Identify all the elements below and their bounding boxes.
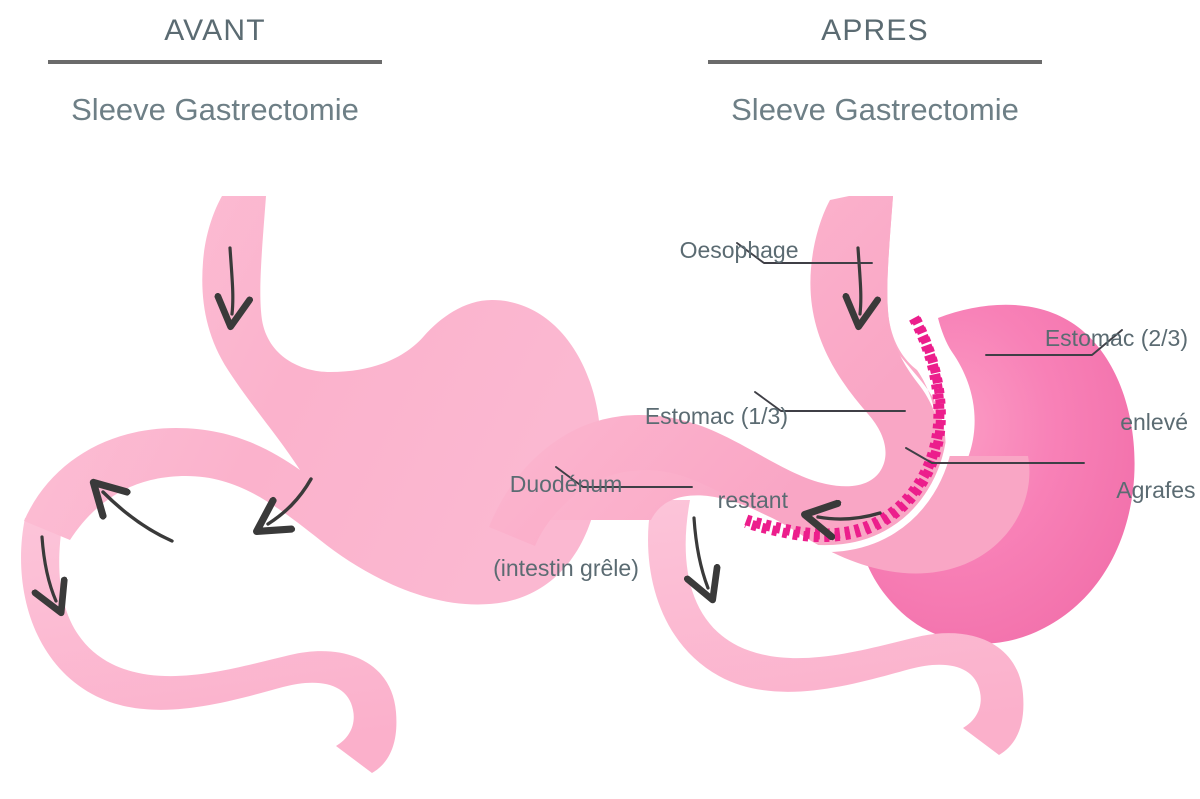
- title-divider-after: [708, 60, 1042, 64]
- callout-agrafes: Agrafes: [1092, 448, 1196, 532]
- callout-estomac-restant-line2: restant: [717, 487, 788, 514]
- panel-header-after: APRES Sleeve Gastrectomie: [660, 14, 1090, 128]
- callout-estomac-enleve-line2: enlevé: [1120, 409, 1188, 436]
- callout-oesophage-text: Oesophage: [679, 237, 799, 264]
- callout-duodenum: Duodénum (intestin grêle): [478, 414, 654, 638]
- callout-estomac-restant-line1: Estomac (1/3): [644, 403, 788, 430]
- callout-duodenum-line1: Duodénum: [509, 471, 623, 498]
- panel-title-before: AVANT: [164, 14, 266, 47]
- callout-oesophage: Oesophage: [654, 208, 799, 292]
- panel-title-after: APRES: [821, 14, 929, 47]
- callout-estomac-enleve-line1: Estomac (2/3): [1044, 325, 1188, 352]
- callout-agrafes-text: Agrafes: [1116, 477, 1196, 504]
- panel-subtitle-after: Sleeve Gastrectomie: [731, 92, 1019, 127]
- flow-arrow-icon-duodenum-before: [42, 535, 56, 601]
- callout-estomac-enleve: Estomac (2/3) enlevé: [1020, 268, 1188, 492]
- duodenum-before-shape: [21, 518, 397, 773]
- callout-estomac-restant: Estomac (1/3) restant: [610, 346, 788, 570]
- flow-arrow-icon-body-before: [268, 477, 313, 524]
- panel-subtitle-before: Sleeve Gastrectomie: [71, 92, 359, 127]
- callout-duodenum-line2: (intestin grêle): [493, 555, 639, 582]
- flow-arrow-icon-esophagus-after: [858, 246, 861, 314]
- flow-arrow-icon-antrum-before: [103, 492, 174, 543]
- flow-arrow-icon-esophagus-before: [230, 246, 233, 314]
- title-divider-before: [48, 60, 382, 64]
- panel-header-before: AVANT Sleeve Gastrectomie: [0, 14, 430, 128]
- flow-arrow-icon-sleeve-after: [818, 513, 882, 519]
